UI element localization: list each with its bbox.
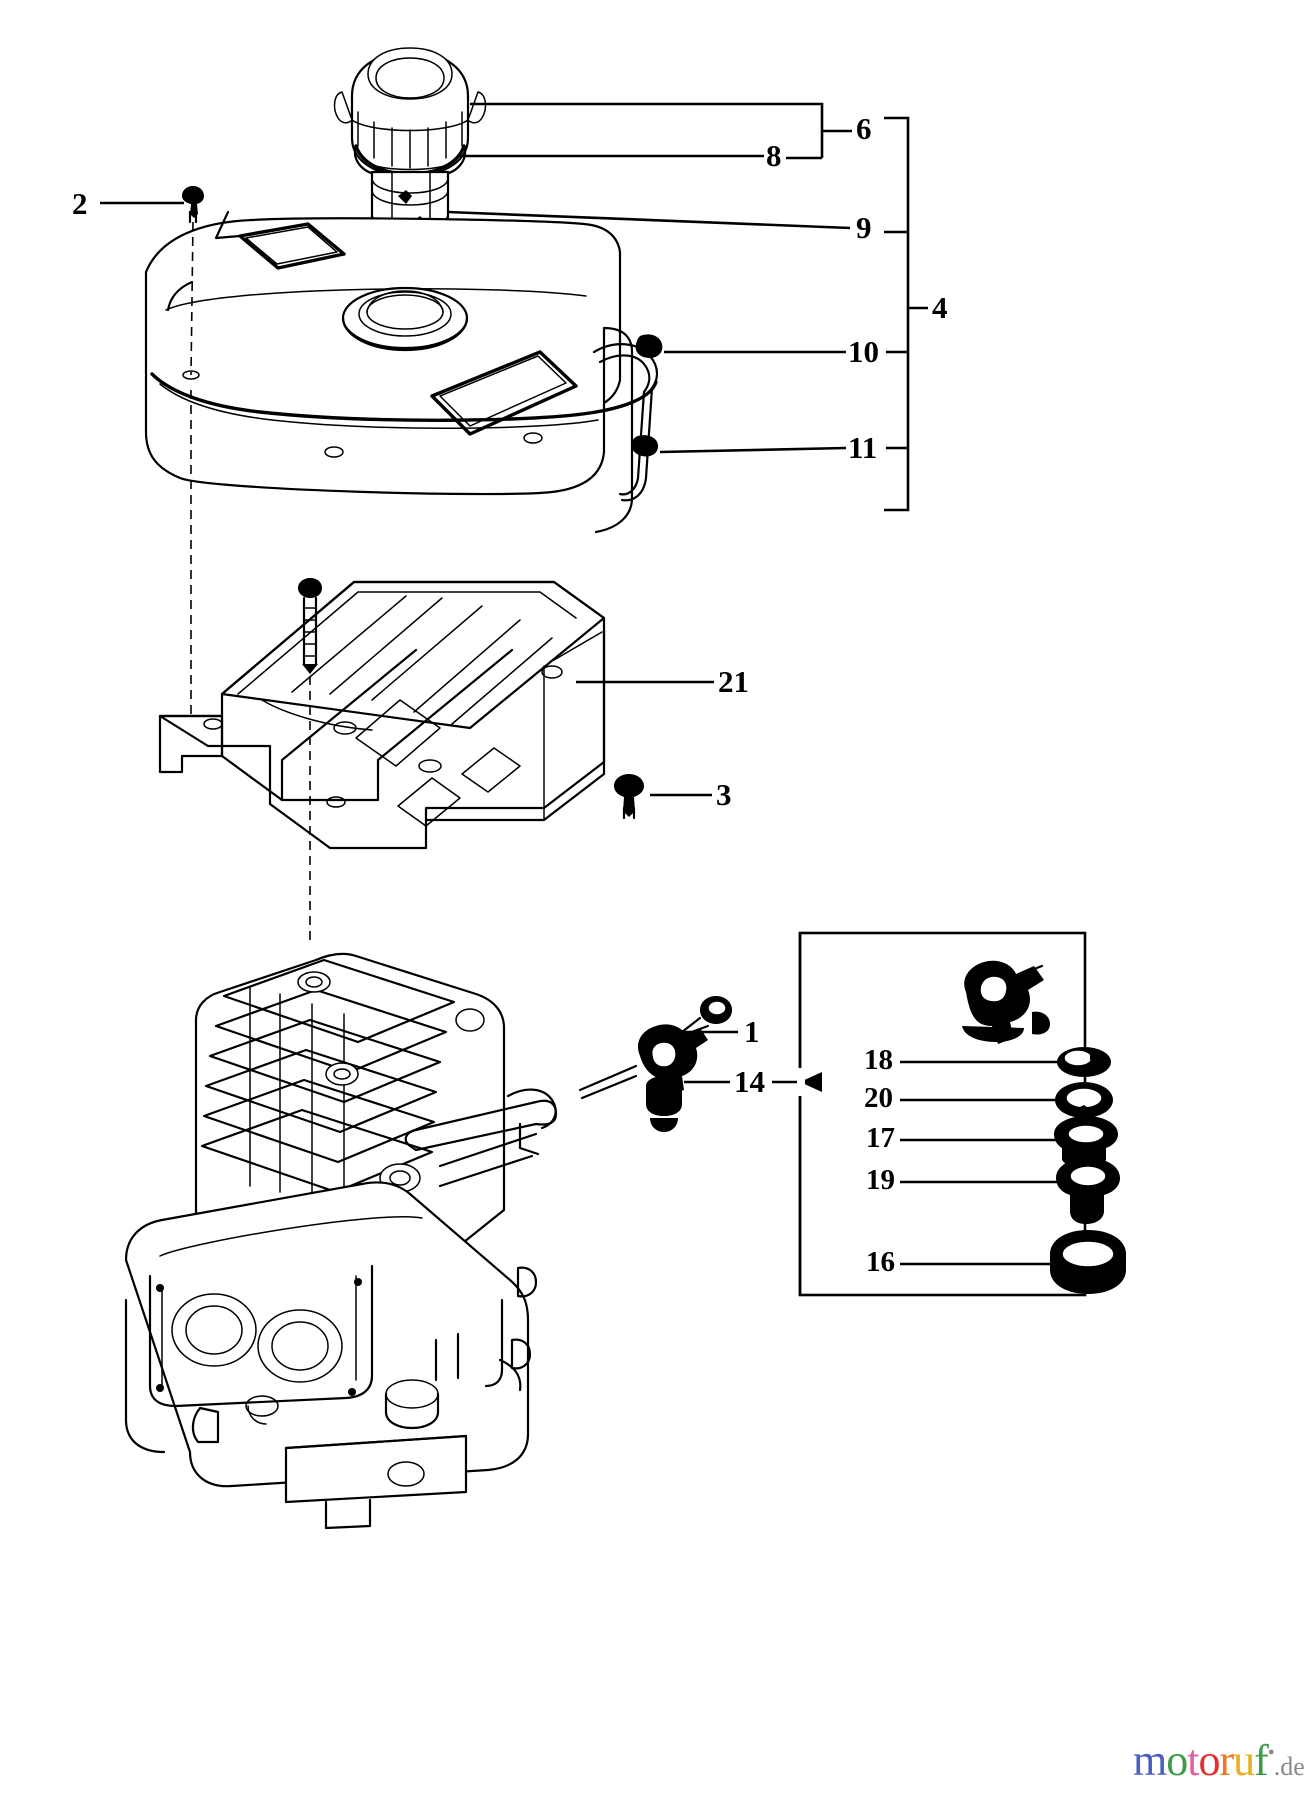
fuel-hose-art — [592, 334, 663, 502]
engine-assembly-art — [124, 952, 558, 1530]
callout-10[interactable]: 10 — [848, 334, 879, 369]
engine-base-bracket-art — [158, 578, 606, 946]
callout-20[interactable]: 20 — [864, 1082, 893, 1114]
watermark-letter-u: u — [1233, 1736, 1255, 1785]
callout-4[interactable]: 4 — [932, 290, 948, 325]
watermark-letter-t: t — [1187, 1736, 1199, 1785]
fuel-valve-detail-box-art — [797, 931, 1126, 1297]
watermark-dot-icon: • — [1267, 1742, 1275, 1765]
callout-3[interactable]: 3 — [716, 777, 732, 812]
motoruf-watermark: motoruf•.de — [1133, 1735, 1305, 1786]
callout-21[interactable]: 21 — [718, 664, 749, 699]
fuel-tank-art — [144, 210, 658, 726]
callout-8[interactable]: 8 — [766, 138, 782, 173]
callout-1[interactable]: 1 — [744, 1014, 760, 1049]
callout-6[interactable]: 6 — [856, 111, 872, 146]
callout-9[interactable]: 9 — [856, 210, 872, 245]
filler-neck-rim — [341, 286, 469, 352]
watermark-letter-o1: o — [1166, 1736, 1188, 1785]
bracket-long-bolt — [298, 578, 322, 674]
callout-14[interactable]: 14 — [734, 1064, 765, 1099]
cylinder-head-fins — [200, 958, 456, 1211]
callout-11[interactable]: 11 — [848, 430, 878, 465]
watermark-tld: .de — [1273, 1752, 1305, 1781]
watermark-letter-f: f — [1254, 1736, 1269, 1785]
leader-lines — [100, 102, 1068, 1266]
fuel-tank-cap-screw-art — [182, 186, 204, 224]
callout-2[interactable]: 2 — [72, 186, 88, 221]
watermark-letter-o2: o — [1198, 1736, 1220, 1785]
callout-19[interactable]: 19 — [866, 1164, 895, 1196]
callout-17[interactable]: 17 — [866, 1122, 895, 1154]
fuel-cap-assembly-art — [333, 47, 487, 178]
valve-exploded-parts — [962, 960, 1126, 1294]
watermark-letter-r: r — [1219, 1736, 1234, 1785]
callout-16[interactable]: 16 — [866, 1246, 895, 1278]
bracket-bolt-art — [614, 774, 644, 820]
watermark-letter-m: m — [1133, 1736, 1167, 1785]
fuel-valve-on-engine-art — [578, 996, 732, 1132]
callout-18[interactable]: 18 — [864, 1044, 893, 1076]
